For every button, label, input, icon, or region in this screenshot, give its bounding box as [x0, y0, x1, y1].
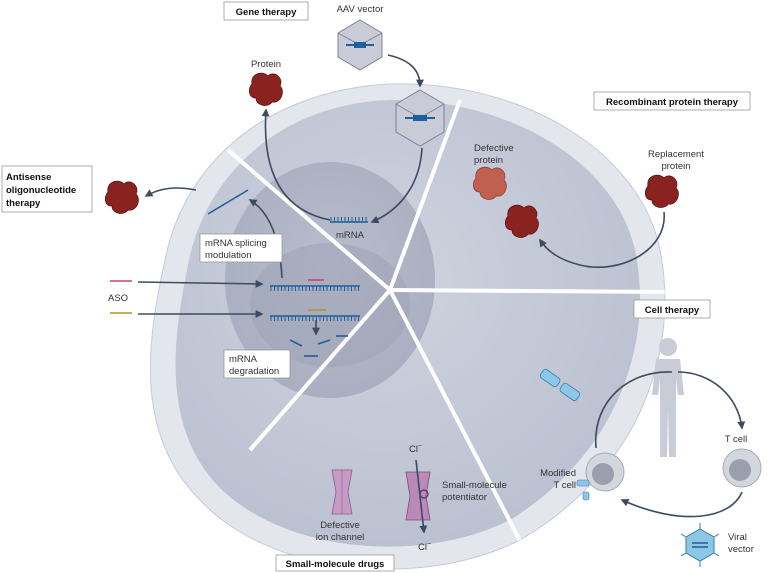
- arrow-replacement-protein: [539, 211, 665, 268]
- replacement-protein-icon: [644, 174, 679, 208]
- svg-text:Antisense: Antisense: [6, 172, 51, 183]
- modified-t-cell-label-1: Modified: [540, 468, 576, 479]
- potentiated-ion-channel-icon: [405, 471, 431, 521]
- defective-protein-label-2: protein: [474, 155, 503, 166]
- mrna-splicing-box: mRNA splicing modulation: [199, 233, 283, 263]
- svg-text:mRNA: mRNA: [229, 354, 258, 365]
- defective-protein-icon: [472, 166, 507, 200]
- antisense-protein-icon: [104, 180, 139, 214]
- modified-t-cell-icon: [576, 452, 625, 501]
- degraded-mrna-fragments: [289, 335, 348, 357]
- chloride-bottom-label: Cl−: [418, 541, 431, 553]
- defective-ion-channel-icon: [331, 469, 353, 515]
- arrow-aav-to-mrna: [370, 147, 423, 224]
- potentiator-label-2: potentiator: [442, 492, 487, 503]
- chloride-top-label: Cl−: [409, 443, 422, 455]
- aav-vector-icon: [337, 19, 383, 71]
- pre-mrna-splicing: [270, 279, 360, 291]
- svg-text:Small-molecule drugs: Small-molecule drugs: [286, 559, 385, 570]
- mrna-degradation-box: mRNA degradation: [223, 349, 291, 379]
- viral-vector-label-1: Viral: [728, 532, 747, 543]
- viral-vector-label-2: vector: [728, 544, 754, 555]
- modified-t-cell-label-2: T cell: [553, 480, 576, 491]
- arrow-aso-pink: [137, 279, 264, 288]
- replacement-protein-label-1: Replacement: [648, 149, 704, 160]
- arrow-cycle-to-patient: [595, 371, 673, 449]
- arrow-splice-to-protein: [144, 187, 197, 197]
- arrow-t-cell-to-modified: [620, 491, 743, 518]
- patient-figure-icon: [652, 338, 684, 457]
- replacement-protein-inside-icon: [504, 204, 539, 238]
- arrow-aav-entry: [387, 54, 424, 88]
- header-cell-therapy: Cell therapy: [633, 299, 711, 319]
- t-cell-label: T cell: [725, 434, 748, 445]
- svg-text:mRNA splicing: mRNA splicing: [205, 238, 267, 249]
- arrow-chloride-flow: [415, 459, 428, 534]
- svg-text:oligonucleotide: oligonucleotide: [6, 185, 76, 196]
- protein-icon: [248, 72, 283, 106]
- header-recombinant-protein-therapy: Recombinant protein therapy: [593, 91, 751, 111]
- mrna-label: mRNA: [336, 230, 365, 241]
- svg-text:Gene therapy: Gene therapy: [236, 7, 297, 18]
- viral-vector-icon: [680, 523, 720, 567]
- aav-vector-label: AAV vector: [337, 4, 384, 15]
- aav-vector-in-cell-icon: [395, 89, 445, 147]
- svg-text:therapy: therapy: [6, 198, 41, 209]
- arrow-mrna-to-protein: [261, 108, 331, 221]
- pre-mrna-degradation: [270, 309, 360, 321]
- protein-label: Protein: [251, 59, 281, 70]
- header-small-molecule-drugs: Small-molecule drugs: [275, 554, 395, 572]
- svg-text:Cell therapy: Cell therapy: [645, 305, 700, 316]
- svg-text:degradation: degradation: [229, 366, 279, 377]
- header-gene-therapy: Gene therapy: [223, 1, 309, 21]
- spliced-mrna: [207, 189, 249, 215]
- potentiator-label-1: Small-molecule: [442, 480, 507, 491]
- defective-ion-channel-label-2: ion channel: [316, 532, 365, 543]
- mrna-gene-therapy: [330, 217, 368, 223]
- defective-protein-label-1: Defective: [474, 143, 514, 154]
- defective-ion-channel-label-1: Defective: [320, 520, 360, 531]
- t-cell-icon: [722, 448, 762, 488]
- svg-text:Recombinant protein therapy: Recombinant protein therapy: [606, 97, 739, 108]
- aso-label: ASO: [108, 293, 128, 304]
- svg-text:modulation: modulation: [205, 250, 251, 261]
- arrow-splicing-modulation: [248, 199, 283, 279]
- car-receptor-icon: [539, 369, 581, 401]
- header-antisense-therapy: Antisense oligonucleotide therapy: [1, 165, 93, 213]
- replacement-protein-label-2: protein: [661, 161, 690, 172]
- arrow-patient-to-t-cell: [677, 371, 746, 430]
- sector-dividers: [226, 99, 665, 561]
